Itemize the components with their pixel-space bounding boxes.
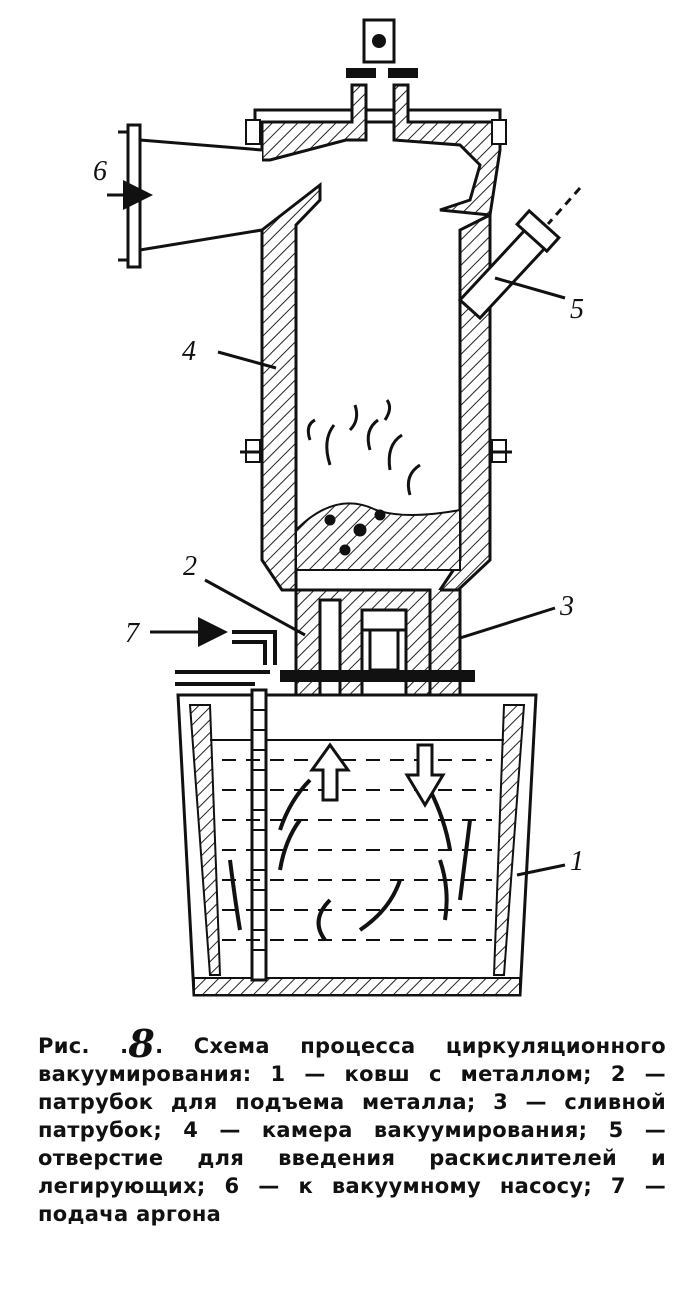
- vacuum-outlet-pipe: [118, 123, 263, 269]
- figure-number: 8: [128, 1021, 156, 1066]
- up-flow-arrow: [309, 742, 351, 802]
- leader-4: [217, 350, 277, 370]
- leader-1: [516, 863, 566, 877]
- label-7: 7: [125, 618, 140, 649]
- ladle: [176, 688, 538, 997]
- label-5: 5: [570, 294, 584, 325]
- leader-3: [459, 606, 556, 640]
- label-6: 6: [93, 156, 107, 187]
- alloy-addition-port: [457, 208, 562, 321]
- label-4: 4: [182, 336, 196, 367]
- leader-5: [494, 276, 566, 300]
- caption-title: . Схема процесса циркуляционного вакууми…: [38, 1034, 666, 1086]
- melt-splash: [295, 399, 461, 571]
- caption-prefix: Рис. .: [38, 1034, 129, 1058]
- lifting-eye: [346, 18, 418, 78]
- chamber-head: [253, 83, 502, 217]
- label-1: 1: [570, 846, 584, 877]
- figure-caption: Рис. .8. Схема процесса циркуляционного …: [38, 1025, 666, 1228]
- caption-legend: 1 — ковш с металлом; 2 — патрубок для по…: [38, 1062, 666, 1226]
- label-2: 2: [183, 551, 197, 582]
- argon-pipe: [175, 630, 277, 686]
- circulation-vacuum-diagram: 6 4 5 2 3 7 1: [93, 18, 584, 997]
- label-3: 3: [559, 591, 574, 622]
- leader-5-top: [546, 187, 582, 225]
- leader-2: [204, 578, 306, 637]
- down-flow-arrow: [404, 743, 446, 808]
